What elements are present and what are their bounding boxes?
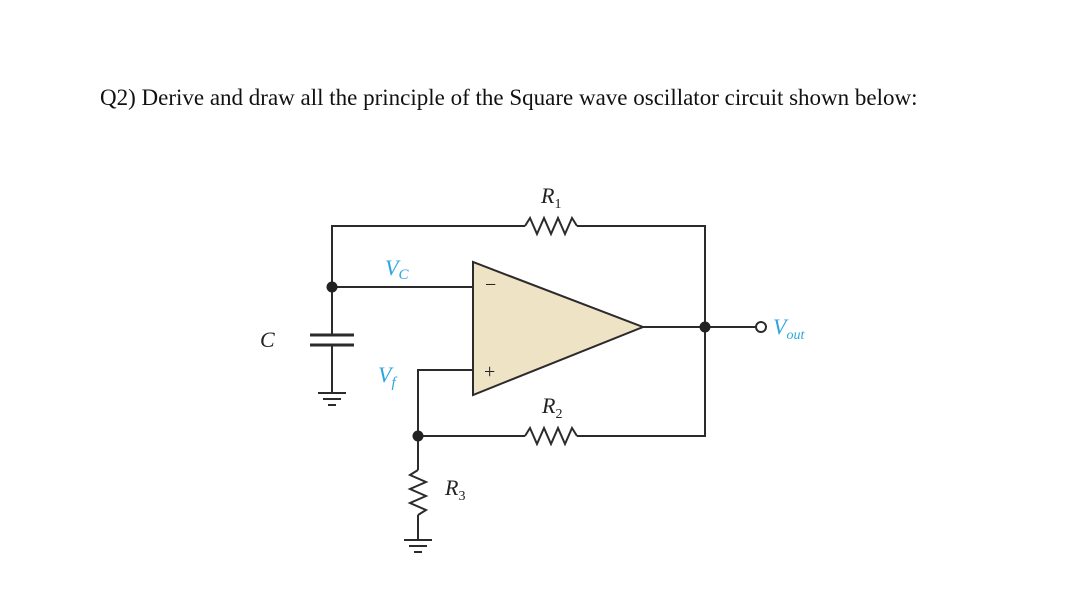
- r2-resistor: [524, 425, 578, 447]
- junction-vf: [412, 430, 424, 442]
- opamp-plus-sign: +: [484, 361, 495, 383]
- r2-label: R2: [541, 393, 562, 422]
- r3-resistor: [407, 469, 429, 516]
- vc-label: VC: [385, 255, 409, 283]
- top-feedback-wire: [331, 225, 706, 327]
- vout-label: Vout: [773, 314, 805, 343]
- r1-resistor: [524, 215, 578, 237]
- r1-label: R1: [540, 183, 561, 212]
- r3-label: R3: [444, 475, 465, 504]
- opamp-triangle: [472, 260, 646, 397]
- question-text: Q2) Derive and draw all the principle of…: [100, 85, 918, 110]
- junction-vout: [699, 321, 711, 333]
- r2-feedback-wire: [418, 327, 706, 437]
- output-terminal: [755, 321, 767, 333]
- vf-wire: [417, 369, 473, 436]
- opamp-minus-sign: −: [485, 274, 496, 296]
- r3-ground-icon: [404, 539, 432, 553]
- capacitor-ground-icon: [318, 392, 346, 406]
- capacitor-label: C: [260, 327, 275, 352]
- junction-vc: [326, 281, 338, 293]
- vf-label: Vf: [378, 362, 397, 391]
